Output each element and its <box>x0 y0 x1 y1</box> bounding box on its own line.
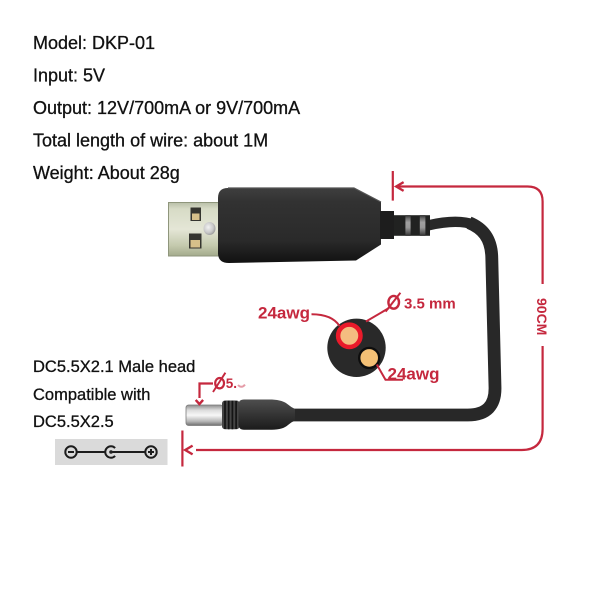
svg-text:90CM: 90CM <box>534 298 550 335</box>
svg-text:Model: DKP-01: Model: DKP-01 <box>33 33 155 53</box>
svg-text:DC5.5X2.1 Male head: DC5.5X2.1 Male head <box>33 358 195 376</box>
svg-text:DC5.5X2.5: DC5.5X2.5 <box>33 413 114 431</box>
svg-text:Total length of wire: about 1M: Total length of wire: about 1M <box>33 130 268 150</box>
svg-text:Input: 5V: Input: 5V <box>33 66 105 86</box>
svg-text:24awg: 24awg <box>388 365 440 384</box>
svg-text:Output: 12V/700mA or 9V/700mA: Output: 12V/700mA or 9V/700mA <box>33 98 300 118</box>
svg-text:Compatible with: Compatible with <box>33 386 150 404</box>
svg-text:24awg: 24awg <box>258 303 310 322</box>
svg-text:3.5 mm: 3.5 mm <box>404 296 456 313</box>
svg-text:Weight: About 28g: Weight: About 28g <box>33 163 180 183</box>
svg-text:5.: 5. <box>226 376 237 391</box>
